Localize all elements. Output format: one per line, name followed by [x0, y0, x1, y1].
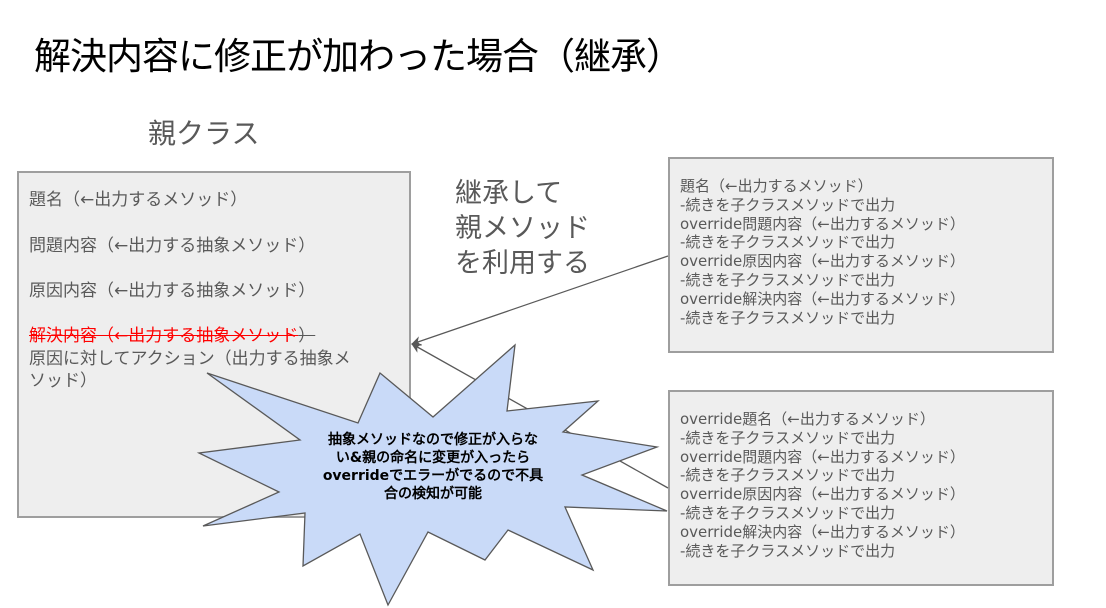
child-class-box-top: 題名（←出力するメソッド） -続きを子クラスメソッドで出力 override問題… — [668, 157, 1054, 353]
parent-line-action-1: 原因に対してアクション（出力する抽象メ — [29, 349, 351, 369]
child-bottom-line: override題名（←出力するメソッド） — [680, 410, 935, 428]
inherit-label: 継承して 親メソッド を利用する — [455, 176, 590, 281]
burst-line: overrideでエラーがでるので不具 — [322, 468, 544, 484]
child-top-line: -続きを子クラスメソッドで出力 — [680, 270, 896, 289]
child-bottom-line: override問題内容（←出力するメソッド） — [680, 447, 965, 466]
child-top-line: 題名（←出力するメソッド） — [680, 177, 873, 195]
inherit-label-line: 継承して — [455, 178, 563, 209]
inherit-label-line: を利用する — [455, 248, 590, 279]
child-top-line: -続きを子クラスメソッドで出力 — [680, 308, 896, 327]
child-bottom-line: override解決内容（←出力するメソッド） — [680, 522, 965, 541]
child-top-line: override問題内容（←出力するメソッド） — [680, 214, 965, 233]
parent-line-title: 題名（←出力するメソッド） — [29, 190, 248, 210]
child-top-line: override解決内容（←出力するメソッド） — [680, 289, 965, 308]
parent-line-cause: 原因内容（←出力する抽象メソッド） — [29, 281, 316, 301]
child-class-box-bottom: override題名（←出力するメソッド） -続きを子クラスメソッドで出力 ov… — [668, 390, 1054, 586]
parent-line-solution-struck: 解決内容（←出力する抽象メソッド） — [29, 321, 315, 346]
child-bottom-line: -続きを子クラスメソッドで出力 — [680, 466, 896, 485]
parent-line-problem: 問題内容（←出力する抽象メソッド） — [29, 236, 316, 256]
burst-line: 抽象メソッドなので修正が入らな — [328, 432, 538, 448]
child-bottom-line: override原因内容（←出力するメソッド） — [680, 485, 965, 504]
burst-callout-shape — [196, 343, 668, 607]
struck-paren: ） — [298, 326, 316, 346]
child-bottom-line: -続きを子クラスメソッドで出力 — [680, 503, 896, 522]
struck-solution-text: 解決内容（←出力する抽象メソッド — [29, 326, 299, 346]
parent-class-heading: 親クラス — [148, 117, 260, 150]
child-top-line: -続きを子クラスメソッドで出力 — [680, 233, 896, 252]
slide-title: 解決内容に修正が加わった場合（継承） — [34, 35, 683, 78]
child-bottom-line: -続きを子クラスメソッドで出力 — [680, 541, 896, 560]
parent-line-action-2: ソッド） — [29, 371, 97, 391]
child-top-line: -続きを子クラスメソッドで出力 — [680, 195, 896, 214]
burst-callout-text: 抽象メソッドなので修正が入らな い&親の命名に変更が入ったら overrideで… — [298, 431, 568, 503]
inherit-arrow-top — [411, 255, 669, 346]
child-bottom-line: -続きを子クラスメソッドで出力 — [680, 428, 896, 447]
burst-line: い&親の命名に変更が入ったら — [335, 450, 531, 466]
child-top-line: override原因内容（←出力するメソッド） — [680, 252, 965, 271]
inherit-label-line: 親メソッド — [455, 213, 590, 244]
burst-line: 合の検知が可能 — [384, 486, 482, 502]
